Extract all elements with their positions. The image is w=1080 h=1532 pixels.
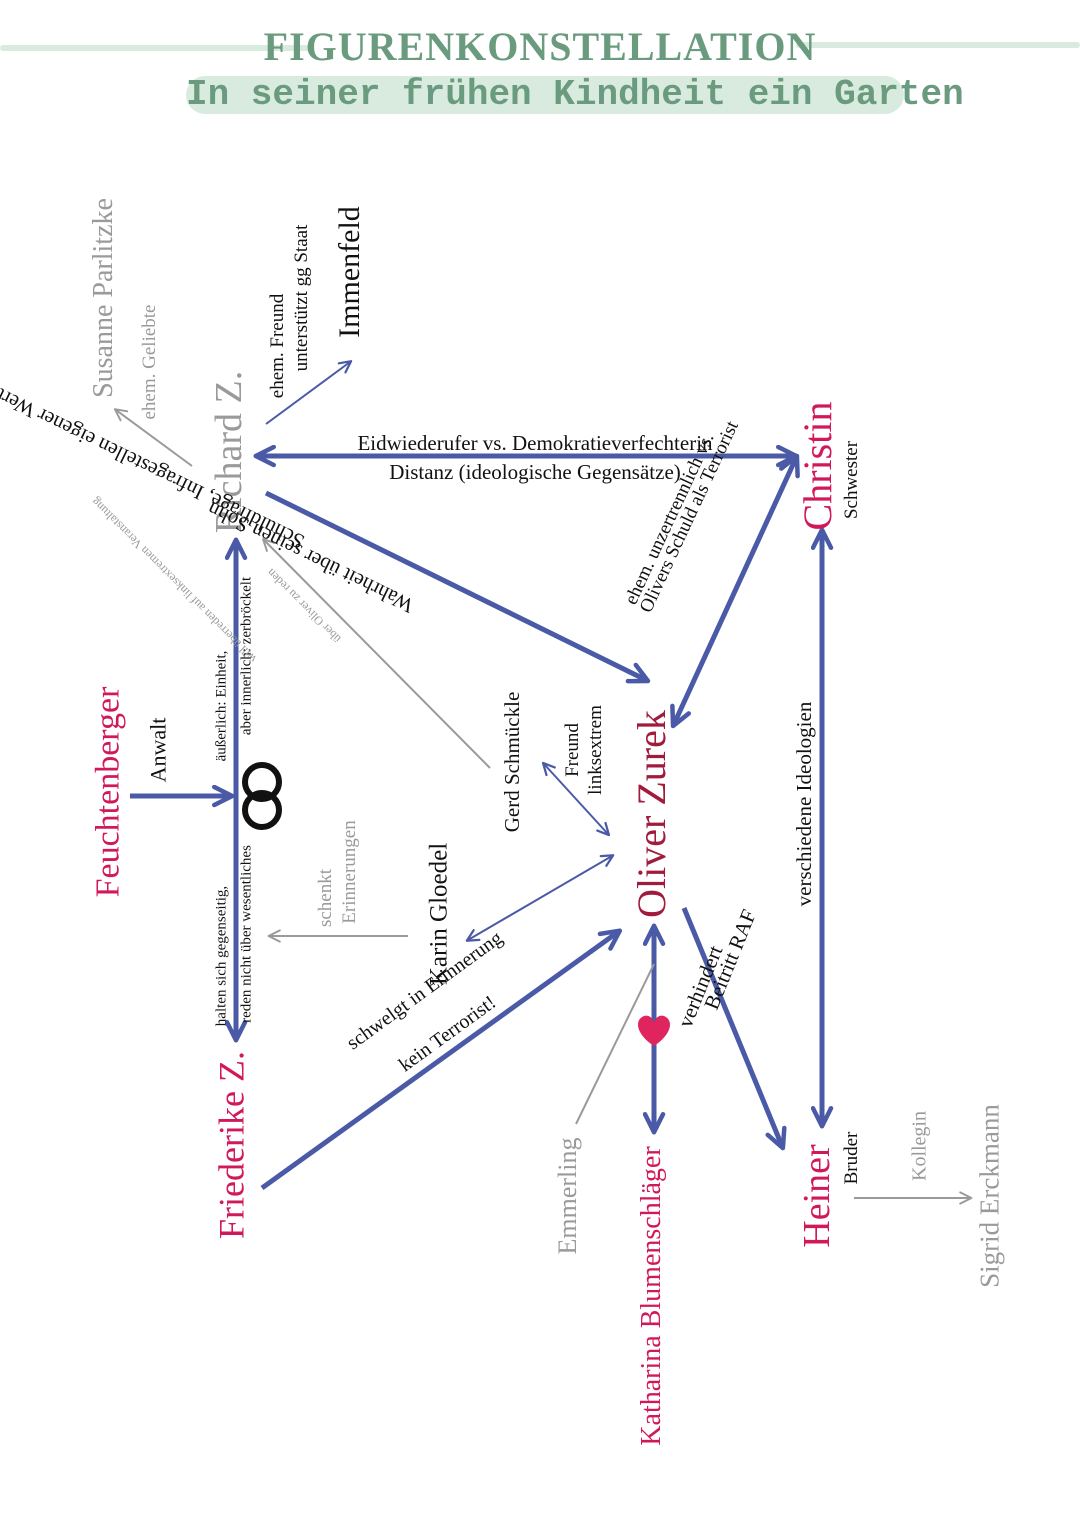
header-line-right	[796, 42, 1080, 48]
role-gerd-1: Freund	[562, 723, 584, 777]
name-emmerling: Emmerling	[553, 1137, 583, 1255]
role-feuchtenberger: Anwalt	[145, 717, 171, 783]
label-karin-memories-2: Erinnerungen	[339, 820, 361, 924]
role-gerd-2: linksextrem	[585, 705, 607, 795]
label-richard-christin-2: Distanz (ideologische Gegensätze)	[389, 459, 681, 484]
name-oliver-zurek: Oliver Zurek	[629, 710, 674, 918]
arrow-friederike-oliver	[260, 928, 623, 1191]
name-feuchtenberger: Feuchtenberger	[89, 686, 127, 898]
label-richard-friederike-4: reden nicht über wesentliches	[238, 845, 255, 1023]
label-karin-memories-1: schenkt	[315, 868, 337, 928]
arrow-richard-immenfeld	[265, 360, 353, 425]
header-line-left	[0, 45, 312, 51]
arrow-gerd-richard	[262, 538, 491, 769]
label-richard-friederike-3: halten sich gegenseitig,	[213, 885, 230, 1027]
label-richard-christin-1: Eidwiederufer vs. Demokratieverfechterin	[357, 430, 713, 455]
heart-icon	[638, 1015, 670, 1046]
arrow-gerd-oliver	[541, 761, 611, 837]
role-christin: Schwester	[841, 440, 863, 520]
name-friederike-z: Friederike Z.	[211, 1051, 252, 1239]
role-immenfeld-1: ehem. Freund	[267, 293, 289, 399]
label-richard-friederike-1: äußerlich: Einheit,	[213, 650, 230, 762]
wedding-rings-icon	[242, 762, 282, 830]
role-sigrid: Kollegin	[908, 1111, 931, 1181]
label-christin-heiner: verschiedene Ideologien	[791, 701, 816, 907]
arrow-richard-susanne	[113, 408, 193, 467]
name-heiner: Heiner	[796, 1144, 839, 1248]
subtitle-highlight	[186, 76, 904, 114]
name-gerd-schmueckle: Gerd Schmückle	[499, 691, 524, 833]
name-christin: Christin	[795, 401, 840, 531]
line-emmerling-oliver	[575, 963, 655, 1125]
arrow-richard-oliver	[264, 490, 651, 684]
arrow-christin-oliver	[670, 453, 800, 729]
arrow-karin-oliver	[465, 854, 615, 942]
name-immenfeld: Immenfeld	[332, 206, 366, 338]
arrow-oliver-heiner	[681, 907, 787, 1151]
role-heiner: Bruder	[841, 1131, 863, 1185]
name-sigrid-erckmann: Sigrid Erckmann	[974, 1104, 1005, 1288]
name-susanne-parlitzke: Susanne Parlitzke	[87, 198, 119, 398]
role-susanne: ehem. Geliebte	[139, 304, 161, 420]
page-subtitle: In seiner frühen Kindheit ein Garten	[186, 74, 964, 115]
role-immenfeld-2: unterstützt gg Staat	[291, 224, 313, 372]
name-katharina-blumenschlaeger: Katharina Blumenschläger	[635, 1146, 667, 1446]
page-title: FIGURENKONSTELLATION	[263, 24, 817, 69]
